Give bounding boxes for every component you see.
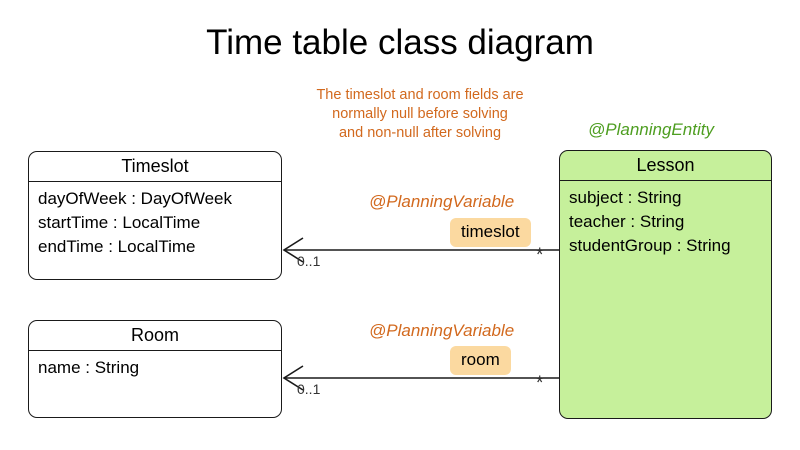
role-badge-room[interactable]: room bbox=[450, 346, 511, 375]
class-box-lesson[interactable]: Lesson subject : String teacher : String… bbox=[559, 150, 772, 419]
stereotype-planning-variable-room: @PlanningVariable bbox=[369, 321, 515, 340]
class-fields-room: name : String bbox=[29, 351, 281, 380]
multiplicity-timeslot-target: 0..1 bbox=[297, 253, 321, 269]
class-fields-lesson: subject : String teacher : String studen… bbox=[560, 181, 771, 258]
class-name-timeslot: Timeslot bbox=[29, 152, 281, 182]
class-name-lesson: Lesson bbox=[560, 151, 771, 181]
note-line-2: normally null before solving bbox=[332, 106, 508, 122]
class-field: startTime : LocalTime bbox=[38, 213, 201, 232]
class-field: subject : String bbox=[569, 188, 682, 207]
stereotype-planning-variable-timeslot: @PlanningVariable bbox=[369, 192, 515, 211]
note-line-3: and non-null after solving bbox=[338, 125, 502, 141]
class-field: teacher : String bbox=[569, 212, 685, 231]
diagram-note: The timeslot and room fields are normall… bbox=[255, 86, 585, 143]
class-field: name : String bbox=[38, 358, 140, 377]
note-line-1: The timeslot and room fields are bbox=[316, 87, 524, 103]
stereotype-planning-entity: @PlanningEntity bbox=[588, 120, 714, 139]
class-box-room[interactable]: Room name : String bbox=[28, 320, 282, 418]
multiplicity-timeslot-source: * bbox=[536, 245, 544, 266]
role-badge-timeslot[interactable]: timeslot bbox=[450, 218, 531, 247]
class-name-room: Room bbox=[29, 321, 281, 351]
class-fields-timeslot: dayOfWeek : DayOfWeek startTime : LocalT… bbox=[29, 182, 281, 259]
page-title: Time table class diagram bbox=[206, 23, 594, 62]
class-field: dayOfWeek : DayOfWeek bbox=[38, 189, 232, 208]
class-field: studentGroup : String bbox=[569, 236, 731, 255]
class-field: endTime : LocalTime bbox=[38, 237, 196, 256]
multiplicity-room-source: * bbox=[536, 373, 544, 394]
multiplicity-room-target: 0..1 bbox=[297, 381, 321, 397]
class-box-timeslot[interactable]: Timeslot dayOfWeek : DayOfWeek startTime… bbox=[28, 151, 282, 280]
